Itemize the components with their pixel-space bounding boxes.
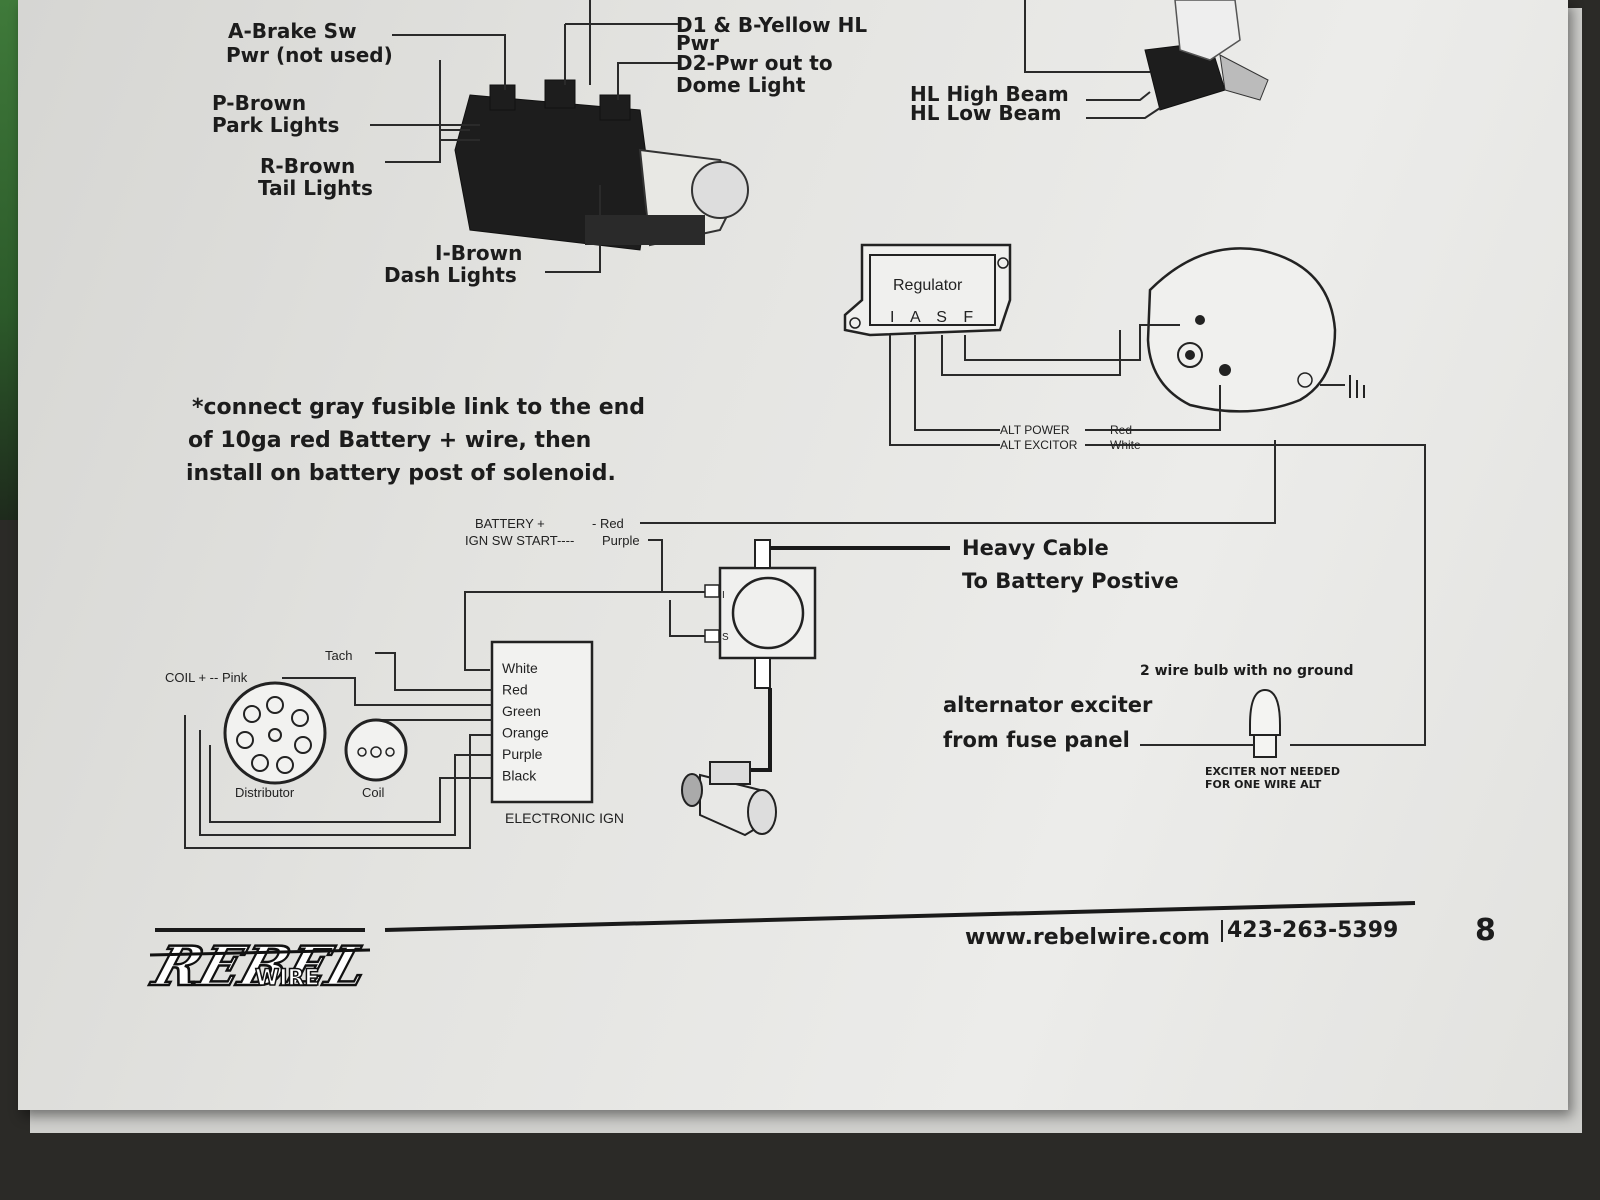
website-link: www.rebelwire.com — [965, 925, 1210, 950]
park-lights-label: P-Brown — [212, 91, 306, 115]
voltage-regulator — [843, 243, 1012, 345]
ign-start-label: IGN SW START---- — [465, 533, 574, 548]
one-wire-alt-label: FOR ONE WIRE ALT — [1205, 778, 1322, 791]
not-needed-label: EXCITER NOT NEEDED — [1205, 765, 1340, 778]
tail-lights-label: R-Brown — [260, 154, 355, 178]
starter-solenoid — [704, 539, 817, 689]
alt-power-color: Red — [1110, 423, 1132, 437]
battery-plus-label: BATTERY + — [475, 516, 545, 531]
exciter-bulb — [1249, 688, 1281, 758]
svg-text:REBEL: REBEL — [144, 935, 377, 998]
low-beam-label: HL Low Beam — [910, 101, 1062, 125]
alt-power-label: ALT POWER — [1000, 423, 1070, 437]
electronic-ign-module — [490, 640, 594, 804]
hl-power-label-2: Pwr — [676, 31, 719, 55]
tail-lights-label-2: Tail Lights — [258, 176, 373, 200]
brake-switch-label: A-Brake Sw — [228, 19, 357, 43]
distributor-label: Distributor — [235, 785, 295, 800]
ign-wire-purple: Purple — [502, 746, 543, 762]
coil-plus-label: COIL + -- Pink — [165, 670, 248, 685]
svg-text:WIRE: WIRE — [255, 966, 319, 991]
note-line-2: of 10ga red Battery + wire, then — [188, 428, 591, 453]
ign-wire-orange: Orange — [502, 725, 549, 741]
manual-page — [18, 0, 1568, 1110]
bulb-note: 2 wire bulb with no ground — [1140, 663, 1354, 679]
ignition-coil — [344, 718, 408, 782]
ign-wire-red: Red — [502, 682, 528, 698]
heavy-cable-label: Heavy Cable — [962, 536, 1109, 560]
battery-wire-color: - Red — [592, 516, 624, 531]
tach-label: Tach — [325, 648, 352, 663]
dome-light-label: D2-Pwr out to — [676, 51, 833, 75]
rebel-wire-logo: REBEL WIRE — [142, 934, 378, 1000]
dash-lights-label-2: Dash Lights — [384, 263, 517, 287]
hl-power-label: D1 & B-Yellow HL — [676, 13, 867, 37]
alt-exciter-label: ALT EXCITOR — [1000, 438, 1078, 452]
regulator-terminals: I A S F — [890, 309, 979, 326]
dome-light-label-2: Dome Light — [676, 73, 806, 97]
ign-wire-green: Green — [502, 703, 541, 719]
note-line-1: *connect gray fusible link to the end — [192, 395, 645, 420]
solenoid-terminal-i: I — [722, 590, 725, 601]
ign-start-color: Purple — [602, 533, 640, 548]
distributor — [223, 681, 327, 785]
alt-exciter-color: White — [1110, 438, 1141, 452]
headlight-switch — [454, 79, 749, 251]
note-line-3: install on battery post of solenoid. — [186, 461, 616, 486]
brake-switch-label-2: Pwr (not used) — [226, 43, 393, 67]
battery-positive-label: To Battery Postive — [962, 569, 1179, 593]
park-lights-label-2: Park Lights — [212, 113, 339, 137]
alternator — [1146, 247, 1365, 413]
dimmer-switch — [1024, 0, 1269, 119]
footer-rule — [384, 901, 1416, 932]
starter-motor — [681, 761, 777, 837]
regulator-title: Regulator — [893, 277, 963, 294]
coil-label: Coil — [362, 785, 385, 800]
exciter-label: alternator exciter — [943, 693, 1153, 717]
page-number: 8 — [1475, 913, 1496, 948]
phone-number: 423-263-5399 — [1227, 918, 1398, 943]
electronic-ign-label: ELECTRONIC IGN — [505, 810, 624, 826]
dash-lights-label: I-Brown — [435, 241, 522, 265]
ign-wire-white: White — [502, 660, 538, 676]
high-beam-label: HL High Beam — [910, 82, 1069, 106]
solenoid-terminal-s: S — [722, 632, 729, 643]
ign-wire-black: Black — [502, 768, 537, 784]
fuse-panel-label: from fuse panel — [943, 728, 1130, 752]
